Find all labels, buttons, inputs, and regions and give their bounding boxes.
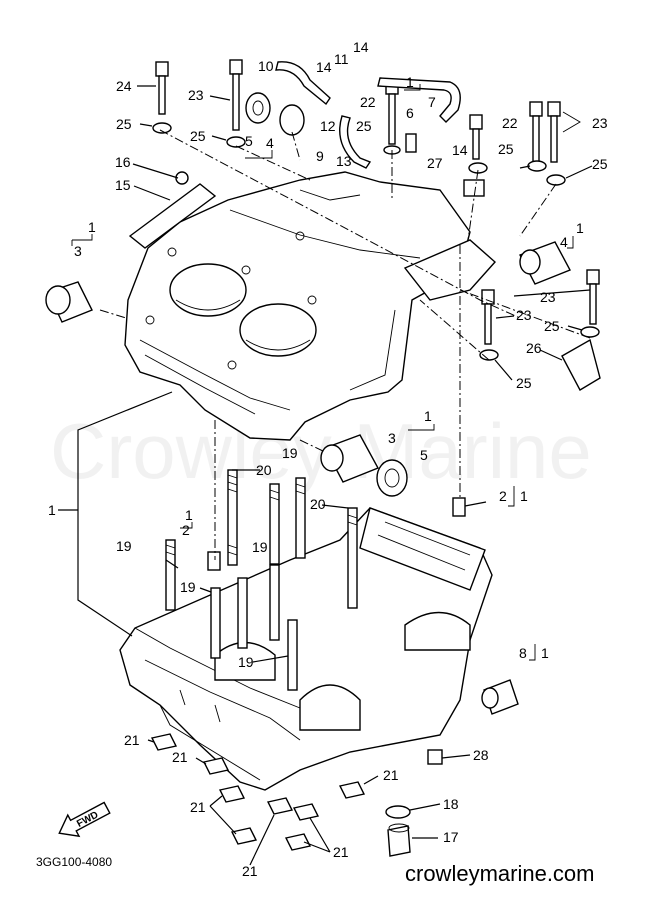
callout-25: 25 (516, 375, 532, 391)
callout-19: 19 (238, 654, 254, 670)
callout-19: 19 (252, 539, 268, 555)
callout-2: 2 (182, 522, 190, 538)
callout-5: 5 (420, 447, 428, 463)
callout-1: 1 (88, 219, 96, 235)
callout-23: 23 (188, 87, 204, 103)
callout-4: 4 (560, 234, 568, 250)
callout-21: 21 (124, 732, 140, 748)
callout-3: 3 (388, 430, 396, 446)
drawing-code: 3GG100-4080 (36, 855, 112, 869)
site-url: crowleymarine.com (405, 861, 595, 886)
callout-25: 25 (116, 116, 132, 132)
callout-19: 19 (116, 538, 132, 554)
callout-25: 25 (592, 156, 608, 172)
alignment-lines (99, 129, 591, 560)
callout-27: 27 (427, 155, 443, 171)
watermark: Crowley Marine (50, 407, 592, 495)
hoses (275, 61, 461, 169)
callout-22: 22 (360, 94, 376, 110)
callouts: 24 23 10 14 11 14 1 22 7 6 22 23 25 25 5… (48, 39, 608, 879)
callout-8: 8 (519, 645, 527, 661)
callout-21: 21 (383, 767, 399, 783)
callout-24: 24 (116, 78, 132, 94)
callout-11: 11 (334, 51, 349, 67)
washers (152, 122, 600, 361)
callout-1: 1 (48, 502, 56, 518)
callout-25: 25 (356, 118, 372, 134)
nuts (150, 733, 411, 857)
callout-22: 22 (502, 115, 518, 131)
callout-19: 19 (282, 445, 298, 461)
callout-13: 13 (336, 153, 352, 169)
callout-26: 26 (526, 340, 542, 356)
callout-14: 14 (316, 59, 332, 75)
callout-1: 1 (541, 645, 549, 661)
callout-1: 1 (576, 220, 584, 236)
callout-4: 4 (266, 135, 274, 151)
callout-23: 23 (516, 307, 532, 323)
callout-25: 25 (190, 128, 206, 144)
callout-23: 23 (540, 289, 556, 305)
callout-15: 15 (115, 177, 131, 193)
callout-10: 10 (258, 58, 274, 74)
callout-14: 14 (452, 142, 468, 158)
callout-21: 21 (172, 749, 188, 765)
callout-21: 21 (190, 799, 206, 815)
fwd-label: FWD (75, 810, 100, 830)
callout-9: 9 (316, 148, 324, 164)
callout-3: 3 (74, 243, 82, 259)
callout-23: 23 (592, 115, 608, 131)
callout-25: 25 (544, 318, 560, 334)
callout-14: 14 (353, 39, 369, 55)
misc-parts (128, 133, 601, 765)
callout-28: 28 (473, 747, 489, 763)
callout-20: 20 (256, 462, 272, 478)
callout-20: 20 (310, 496, 326, 512)
studs (165, 469, 358, 691)
callout-1: 1 (520, 488, 528, 504)
callout-1: 1 (406, 74, 414, 90)
callout-7: 7 (428, 94, 436, 110)
callout-5: 5 (245, 133, 253, 149)
callout-19: 19 (180, 579, 196, 595)
bolts-upper (155, 59, 600, 345)
upper-crankcase (124, 171, 496, 441)
callout-2: 2 (499, 488, 507, 504)
callout-21: 21 (333, 844, 349, 860)
callout-17: 17 (443, 829, 459, 845)
callout-1: 1 (424, 408, 432, 424)
callout-12: 12 (320, 118, 336, 134)
callout-21: 21 (242, 863, 258, 879)
callout-1: 1 (185, 507, 193, 523)
fwd-arrow: FWD (58, 801, 111, 838)
callout-6: 6 (406, 105, 414, 121)
callout-18: 18 (443, 796, 459, 812)
mount-bushings (45, 92, 571, 715)
callout-25: 25 (498, 141, 514, 157)
leader-lines (58, 84, 593, 866)
lower-crankcase (119, 507, 493, 791)
callout-16: 16 (115, 154, 131, 170)
